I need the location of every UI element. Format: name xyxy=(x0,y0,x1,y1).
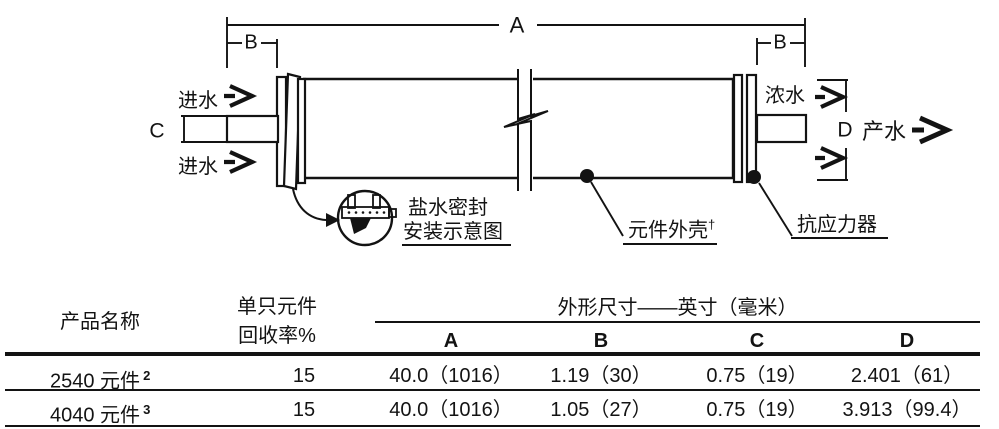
cell-c-1: 0.75（19） xyxy=(706,365,808,387)
product-port-tube xyxy=(755,113,808,144)
product-arrow-icon xyxy=(912,115,954,145)
table-rule-bottom xyxy=(5,425,980,427)
cell-b-1: 1.19（30） xyxy=(550,365,652,387)
col-header-a: A xyxy=(443,330,459,352)
cell-d-2: 3.913（99.4） xyxy=(842,399,972,421)
atd-callout xyxy=(747,170,793,237)
shell-callout xyxy=(580,169,624,237)
brine-seal-detail xyxy=(292,188,397,247)
concentrate-arrow-bottom-icon xyxy=(815,146,849,170)
dimension-b-left-lines xyxy=(227,39,278,68)
element-body xyxy=(303,77,735,180)
feed-water-label-bottom: 进水 xyxy=(178,156,218,178)
anti-telescoping-label: 抗应力器 xyxy=(791,214,888,239)
cell-b-2: 1.05（27） xyxy=(550,399,652,421)
cell-c-2: 0.75（19） xyxy=(706,399,808,421)
dimension-d-lines xyxy=(817,79,848,181)
col-header-dimensions-span: 外形尺寸——英寸（毫米） xyxy=(557,297,798,319)
cell-d-1: 2.401（61） xyxy=(850,365,964,387)
col-header-d: D xyxy=(899,330,915,352)
concentrate-label: 浓水 xyxy=(765,85,805,107)
dim-label-a: A xyxy=(509,12,525,38)
product-water-label: 产水 xyxy=(862,119,907,144)
brine-seal xyxy=(282,72,302,191)
col-header-c: C xyxy=(749,330,765,352)
product-footnote-1: 2 xyxy=(143,368,151,383)
cell-a-1: 40.0（1016） xyxy=(389,365,513,387)
concentrate-arrow-top-icon xyxy=(815,85,849,109)
seal-lip-flap xyxy=(350,218,371,234)
brine-seal-label-line2: 安装示意图 xyxy=(402,221,511,246)
cell-a-2: 40.0（1016） xyxy=(389,399,513,421)
brine-seal-zoom-arrowhead-icon xyxy=(326,213,340,227)
cell-recovery-2: 15 xyxy=(292,399,316,421)
feed-water-label-top: 进水 xyxy=(178,90,218,112)
col-header-recovery-line1: 单只元件 xyxy=(237,296,317,318)
table-rule-thick xyxy=(5,352,980,356)
element-shell-dagger: † xyxy=(708,217,716,232)
table-rule-mid xyxy=(5,389,980,391)
seal-stipple-dots xyxy=(347,211,386,214)
col-header-b: B xyxy=(593,330,609,352)
feed-arrow-top-icon xyxy=(224,84,258,108)
brine-seal-label-line1: 盐水密封 xyxy=(408,197,488,219)
dim-label-d: D xyxy=(837,118,853,142)
col-header-recovery-line2: 回收率% xyxy=(238,325,316,347)
product-name-2: 4040 元件 xyxy=(50,404,141,427)
element-shell-label: 元件外壳† xyxy=(623,214,718,245)
table-rule-under-span-header xyxy=(375,321,980,323)
right-end-cap xyxy=(732,73,758,184)
product-name-1: 2540 元件 xyxy=(50,370,141,393)
product-footnote-2: 3 xyxy=(143,402,151,417)
dimension-b-right-lines xyxy=(756,38,805,65)
dimension-c-lines xyxy=(181,115,227,143)
cell-recovery-1: 15 xyxy=(292,365,316,387)
break-symbol xyxy=(503,69,549,191)
dim-label-c: C xyxy=(149,119,165,143)
feed-arrow-bottom-icon xyxy=(224,150,258,174)
brine-seal-zoom-arrow xyxy=(292,188,327,221)
col-header-product: 产品名称 xyxy=(60,311,140,333)
dim-label-b-right: B xyxy=(773,31,787,54)
dim-label-b-left: B xyxy=(244,31,258,54)
feed-port-tube xyxy=(225,114,280,144)
element-shell-text: 元件外壳 xyxy=(628,219,708,242)
left-end-cap xyxy=(275,72,307,191)
